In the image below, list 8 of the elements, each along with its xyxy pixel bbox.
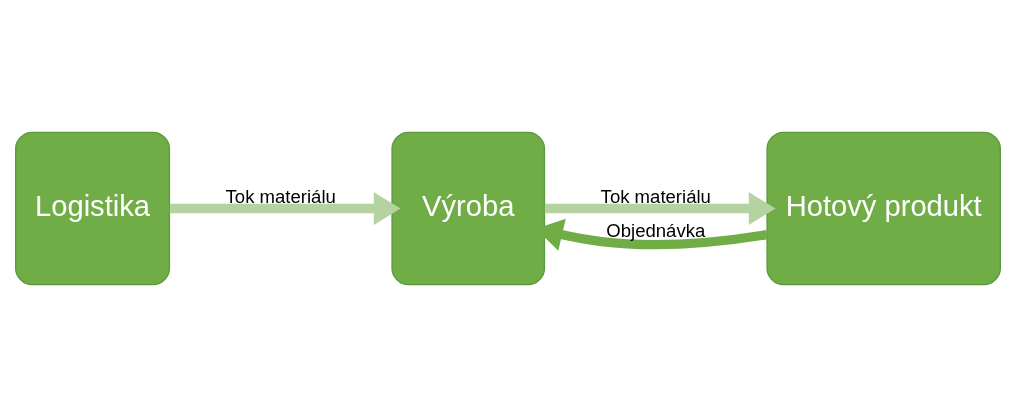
edge-label: Tok materiálu (600, 185, 711, 207)
arrow (169, 191, 401, 225)
node-box: Logistika (15, 131, 171, 285)
node-box: Hotový produkt (766, 131, 1001, 285)
edge-label: Objednávka (606, 219, 706, 241)
node-box: Výroba (391, 131, 546, 285)
arrow (544, 191, 776, 225)
edge-label: Tok materiálu (225, 185, 336, 207)
